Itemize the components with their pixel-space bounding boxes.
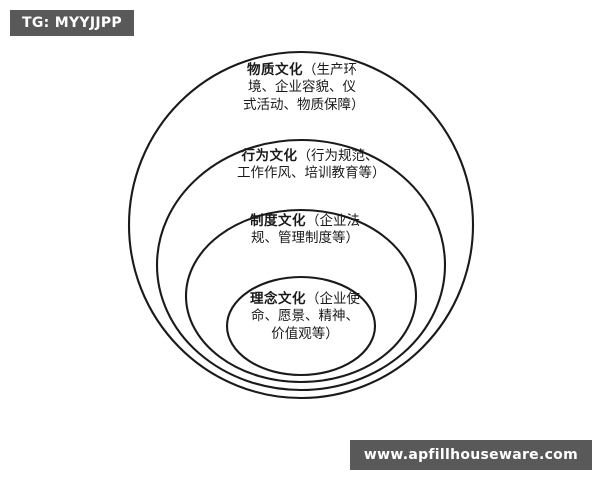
ring-body-ideological-culture: （企业使命、愿景、精神、价值观等） xyxy=(251,291,360,342)
ring-heading-behavioral-culture: 行为文化 xyxy=(241,148,298,164)
ring-body-behavioral-culture: （行为规范、工作作风、培训教育等） xyxy=(237,148,386,182)
ring-ellipse-material xyxy=(127,50,475,400)
ring-ellipse-behavioral xyxy=(155,138,447,392)
ring-label-material-culture: 物质文化（生产环境、企业容貌、仪式活动、物质保障） xyxy=(243,62,365,114)
ring-label-behavioral-culture: 行为文化（行为规范、工作作风、培训教育等） xyxy=(237,148,386,183)
ring-ellipse-institutional xyxy=(184,208,418,384)
watermark-top-left: TG: MYYJJPP xyxy=(10,10,134,36)
ring-heading-material-culture: 物质文化 xyxy=(247,62,303,78)
ring-label-ideological-culture: 理念文化（企业使命、愿景、精神、价值观等） xyxy=(245,291,365,343)
ring-heading-ideological-culture: 理念文化 xyxy=(250,291,306,307)
ring-ellipse-ideological xyxy=(225,275,377,377)
ring-heading-institutional-culture: 制度文化 xyxy=(250,213,306,229)
ring-body-institutional-culture: （企业法规、管理制度等） xyxy=(251,213,360,247)
watermark-bottom-right: www.apfillhouseware.com xyxy=(349,440,592,470)
ring-body-material-culture: （生产环境、企业容貌、仪式活动、物质保障） xyxy=(243,62,365,113)
ring-label-institutional-culture: 制度文化（企业法规、管理制度等） xyxy=(243,213,367,248)
